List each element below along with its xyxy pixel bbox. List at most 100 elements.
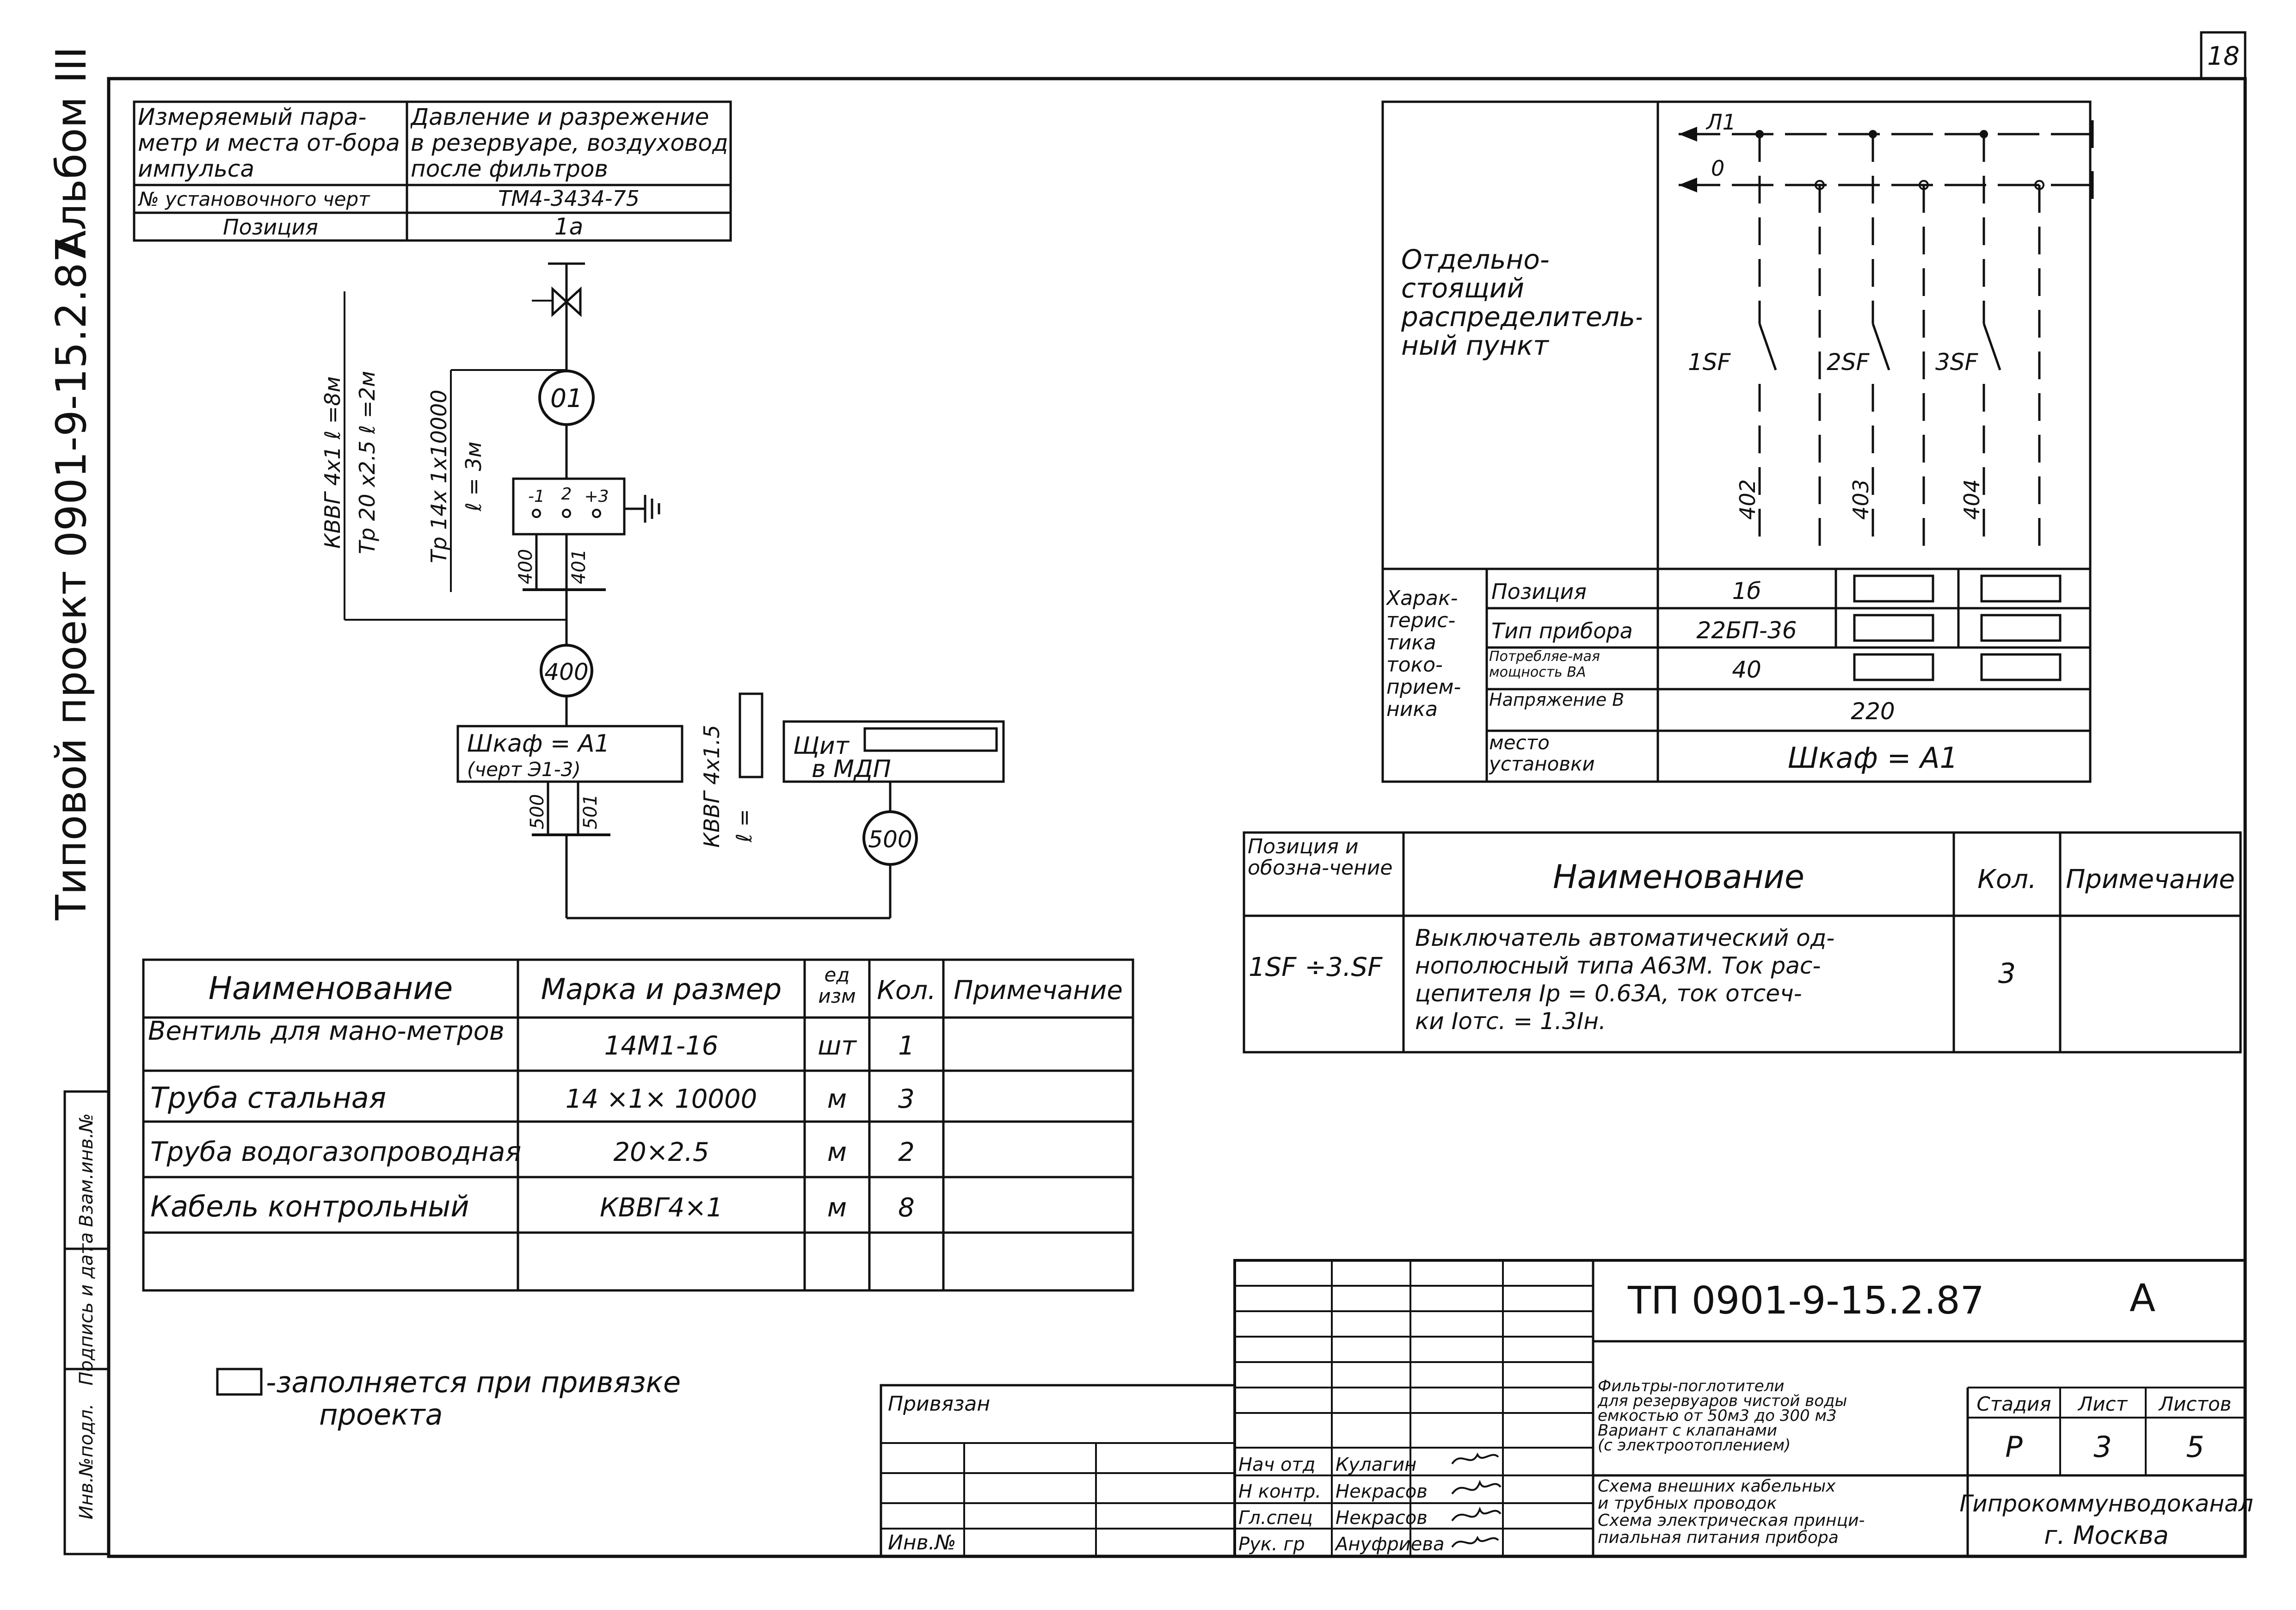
measurement-table: Измеряемый пара-метр и места от-бора имп…	[133, 100, 732, 242]
mat-col-note: Примечание	[954, 975, 1123, 1005]
legend-text-2: проекта	[319, 1398, 443, 1431]
name-3: Некрасов	[1336, 1507, 1428, 1529]
binding-block: Привязан Инв.№	[880, 1384, 1236, 1558]
project-label: Типовой проект 0901-9-15.2.87	[47, 236, 96, 920]
mat-row-1-unit: шт	[818, 1031, 857, 1061]
arrow-icon	[1679, 178, 1697, 192]
pipe-label-2: ℓ = 3м	[461, 442, 486, 512]
mat-col-name: Наименование	[209, 970, 453, 1007]
legend-box	[216, 1368, 263, 1396]
mat-row-3-unit: м	[827, 1137, 847, 1167]
legend: -заполняется при привязке проекта	[216, 1365, 681, 1431]
signature-4	[1451, 1536, 1499, 1548]
circuit-403: 403	[1848, 479, 1873, 520]
binding-label: Привязан	[888, 1392, 990, 1416]
fill-in-box-5	[1853, 653, 1934, 681]
stamp-cell-vzam: Взам.инв.№	[76, 1113, 97, 1227]
char-val-position: 1б	[1732, 578, 1761, 605]
mat-row-1-name: Вентиль для мано-метров	[148, 1019, 505, 1046]
object-line-3: емкостью от 50м3 до 300 м3	[1598, 1406, 1837, 1425]
terminal-box	[512, 477, 626, 536]
char-val-location: Шкаф = А1	[1788, 741, 1958, 775]
breaker-name-1: Выключатель автоматический од-	[1415, 925, 1834, 951]
object-line-5: (с электроотоплением)	[1598, 1436, 1791, 1455]
char-row-location: место установки	[1489, 732, 1595, 775]
char-row-power: Потребляе-мая мощность ВА	[1489, 649, 1600, 680]
panel-mdp	[782, 720, 1005, 783]
cable-label-3: КВВГ 4х1.5	[699, 725, 724, 848]
stamp-cell-inv: Инв.№подл.	[76, 1404, 97, 1520]
stamp-cell-sign: Подпись и дата	[76, 1232, 97, 1385]
signature-2	[1451, 1480, 1502, 1495]
node-01: 01	[550, 383, 583, 413]
sheet-line-3: Схема электрическая принци-	[1598, 1511, 1865, 1530]
sheet-number: 18	[2207, 41, 2240, 71]
name-2: Некрасов	[1336, 1481, 1428, 1502]
meas-param-label: Измеряемый пара-метр и места от-бора имп…	[138, 104, 400, 182]
title-block: ТП 0901-9-15.2.87 А Фильтры-поглотители …	[1233, 1259, 2253, 1558]
object-line-2: для резервуаров чистой воды	[1597, 1392, 1847, 1410]
name-4: Ануфриева	[1334, 1534, 1444, 1555]
mat-col-mark: Марка и размер	[541, 972, 782, 1006]
breaker-3sf: 3SF	[1935, 349, 1979, 376]
breaker-col-pos: Позиция и обозна-чение	[1248, 836, 1393, 880]
node-500-icon	[862, 810, 918, 866]
side-stamp: Альбом III Типовой проект 0901-9-15.2.87…	[47, 47, 110, 1555]
node-500: 500	[868, 826, 912, 853]
bus-l1: Л1	[1705, 110, 1736, 135]
mat-row-2-mark: 14 ×1× 10000	[566, 1084, 757, 1114]
fill-in-box-panel	[863, 727, 998, 752]
valve-icon	[551, 286, 582, 317]
meas-param-value: Давление и разрежение в резервуаре, возд…	[411, 104, 728, 182]
circuit-402: 402	[1735, 479, 1760, 520]
node-400: 400	[544, 659, 588, 685]
breaker-pos: 1SF ÷3.SF	[1249, 952, 1383, 982]
mat-col-qty: Кол.	[877, 975, 936, 1005]
legend-text-1: -заполняется при привязке	[266, 1365, 681, 1399]
breaker-name-2: нополюсный типа А63М. Ток рас-	[1415, 952, 1821, 979]
breaker-table: Позиция и обозна-чение Наименование Кол.…	[1243, 831, 2242, 1054]
fill-in-box-6	[1980, 653, 2062, 681]
char-row-type: Тип прибора	[1491, 618, 1633, 643]
sheet-line-4: пиальная питания прибора	[1598, 1528, 1839, 1547]
fill-in-box-1	[1853, 574, 1934, 603]
mat-row-2-name: Труба стальная	[150, 1081, 386, 1115]
object-line-4: Вариант с клапанами	[1598, 1421, 1777, 1440]
meas-drawing-label: № установочного черт	[138, 188, 370, 210]
mat-row-3-mark: 20×2.5	[613, 1137, 709, 1167]
sheet-line-1: Схема внешних кабельных	[1598, 1477, 1836, 1496]
wire-501: 501	[580, 794, 601, 829]
role-4: Рук. гр	[1238, 1534, 1305, 1555]
cable-label-2: Тр 20 х2.5 ℓ =2м	[355, 371, 380, 554]
char-val-voltage: 220	[1851, 698, 1895, 725]
char-label: Харак-терис-тика токо-прием-ника	[1386, 587, 1461, 721]
meas-position-value: 1а	[554, 213, 583, 240]
char-row-position: Позиция	[1491, 579, 1587, 604]
fill-in-box-cable	[739, 692, 763, 778]
char-val-power: 40	[1732, 656, 1761, 683]
breaker-2sf: 2SF	[1827, 349, 1870, 376]
name-1: Кулагин	[1336, 1454, 1416, 1475]
stamp-cells-frame	[63, 1090, 110, 1555]
mat-row-4-unit: м	[827, 1193, 847, 1223]
cabinet-label-2: (черт Э1-3)	[467, 758, 581, 781]
breaker-name-4: ки Iотс. = 1.3Iн.	[1415, 1008, 1606, 1035]
cable-label-1: КВВГ 4х1 ℓ =8м	[320, 376, 345, 549]
signature-3	[1451, 1506, 1502, 1522]
role-2: Н контр.	[1238, 1481, 1321, 1502]
binding-inv: Инв.№	[888, 1531, 956, 1554]
org-name: Гипрокоммунводоканал	[1959, 1490, 2253, 1517]
outer-frame	[107, 77, 2247, 1558]
mat-row-1-qty: 1	[898, 1031, 915, 1061]
mat-col-unit: ед изм	[818, 964, 856, 1007]
panel-label-2: в МДП	[812, 755, 891, 783]
sheet-line-2: и трубных проводок	[1598, 1494, 1777, 1513]
cable-label-4: ℓ =	[732, 809, 757, 843]
terminal-3: +3	[584, 487, 609, 506]
mat-row-4-name: Кабель контрольный	[150, 1190, 469, 1223]
stage-label: Стадия	[1976, 1393, 2051, 1415]
distribution-title: Отдельно-стоящий распределитель-ный пунк…	[1401, 245, 1642, 361]
album-label: Альбом III	[47, 47, 96, 259]
sheets-label: Листов	[2158, 1393, 2232, 1415]
